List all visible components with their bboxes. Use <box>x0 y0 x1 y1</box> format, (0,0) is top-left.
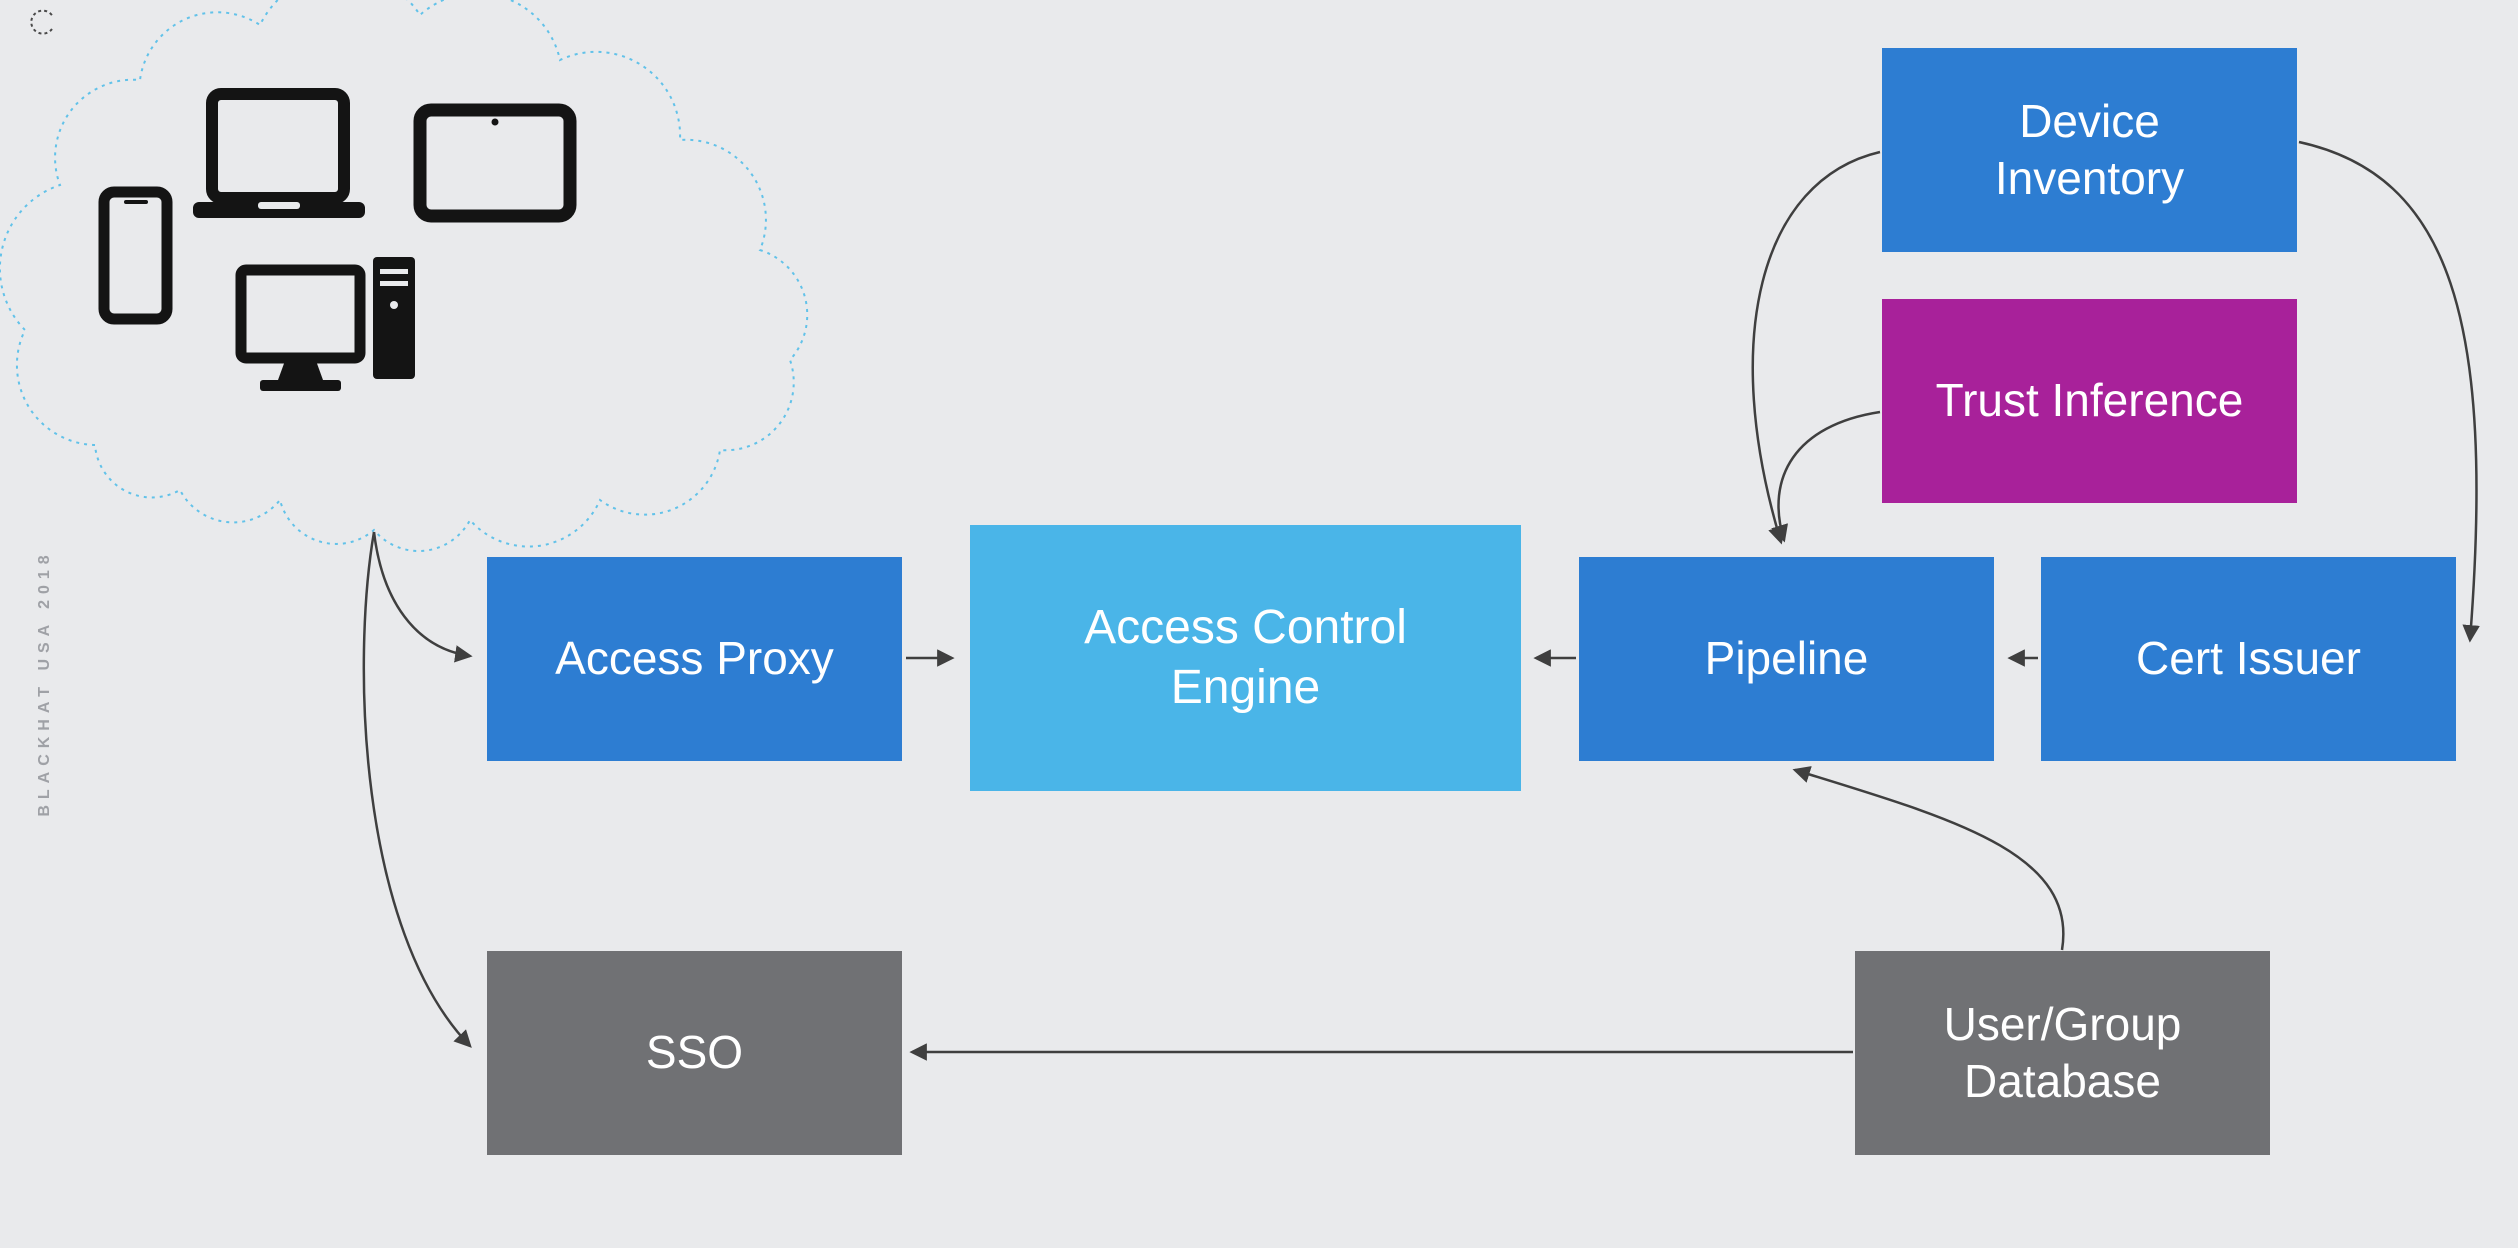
sso-box: SSO <box>487 951 902 1155</box>
access-control-engine-box: Access Control Engine <box>970 525 1521 791</box>
trust-inference-box: Trust Inference <box>1882 299 2297 503</box>
arrow-device-inventory-to-cert-issuer <box>2298 140 2480 643</box>
connector-arrows <box>362 140 2480 1061</box>
tablet-icon <box>413 103 577 223</box>
monitor-icon <box>235 264 366 391</box>
access-control-engine-label: Access Control Engine <box>1084 601 1407 714</box>
arrow-cloud-to-sso <box>362 531 472 1048</box>
cert-issuer-box: Cert Issuer <box>2041 557 2456 761</box>
device-inventory-box: Device Inventory <box>1882 48 2297 252</box>
access-proxy-box: Access Proxy <box>487 557 902 761</box>
phone-icon <box>98 186 173 325</box>
arrow-trust-inference-to-pipeline <box>1771 410 1881 543</box>
access-proxy-label: Access Proxy <box>555 632 834 685</box>
trust-inference-label: Trust Inference <box>1935 374 2244 427</box>
user-group-database-box: User/Group Database <box>1855 951 2270 1155</box>
device-inventory-label: Device Inventory <box>1994 94 2185 205</box>
user-group-database-label: User/Group Database <box>1943 997 2182 1108</box>
spinner-icon <box>30 9 54 35</box>
arrow-cloud-to-access-proxy <box>372 531 473 663</box>
pipeline-label: Pipeline <box>1704 632 1869 685</box>
sso-label: SSO <box>645 1026 744 1079</box>
arrow-device-inventory-to-pipeline <box>1751 150 1881 545</box>
watermark-text: BLACKHAT USA 2018 <box>36 549 53 817</box>
cloud-outline <box>0 0 809 552</box>
pipeline-box: Pipeline <box>1579 557 1994 761</box>
arrow-user-group-db-to-pipeline <box>1792 766 2065 951</box>
laptop-icon <box>193 88 365 218</box>
cert-issuer-label: Cert Issuer <box>2136 632 2361 685</box>
tower-icon <box>373 257 415 379</box>
